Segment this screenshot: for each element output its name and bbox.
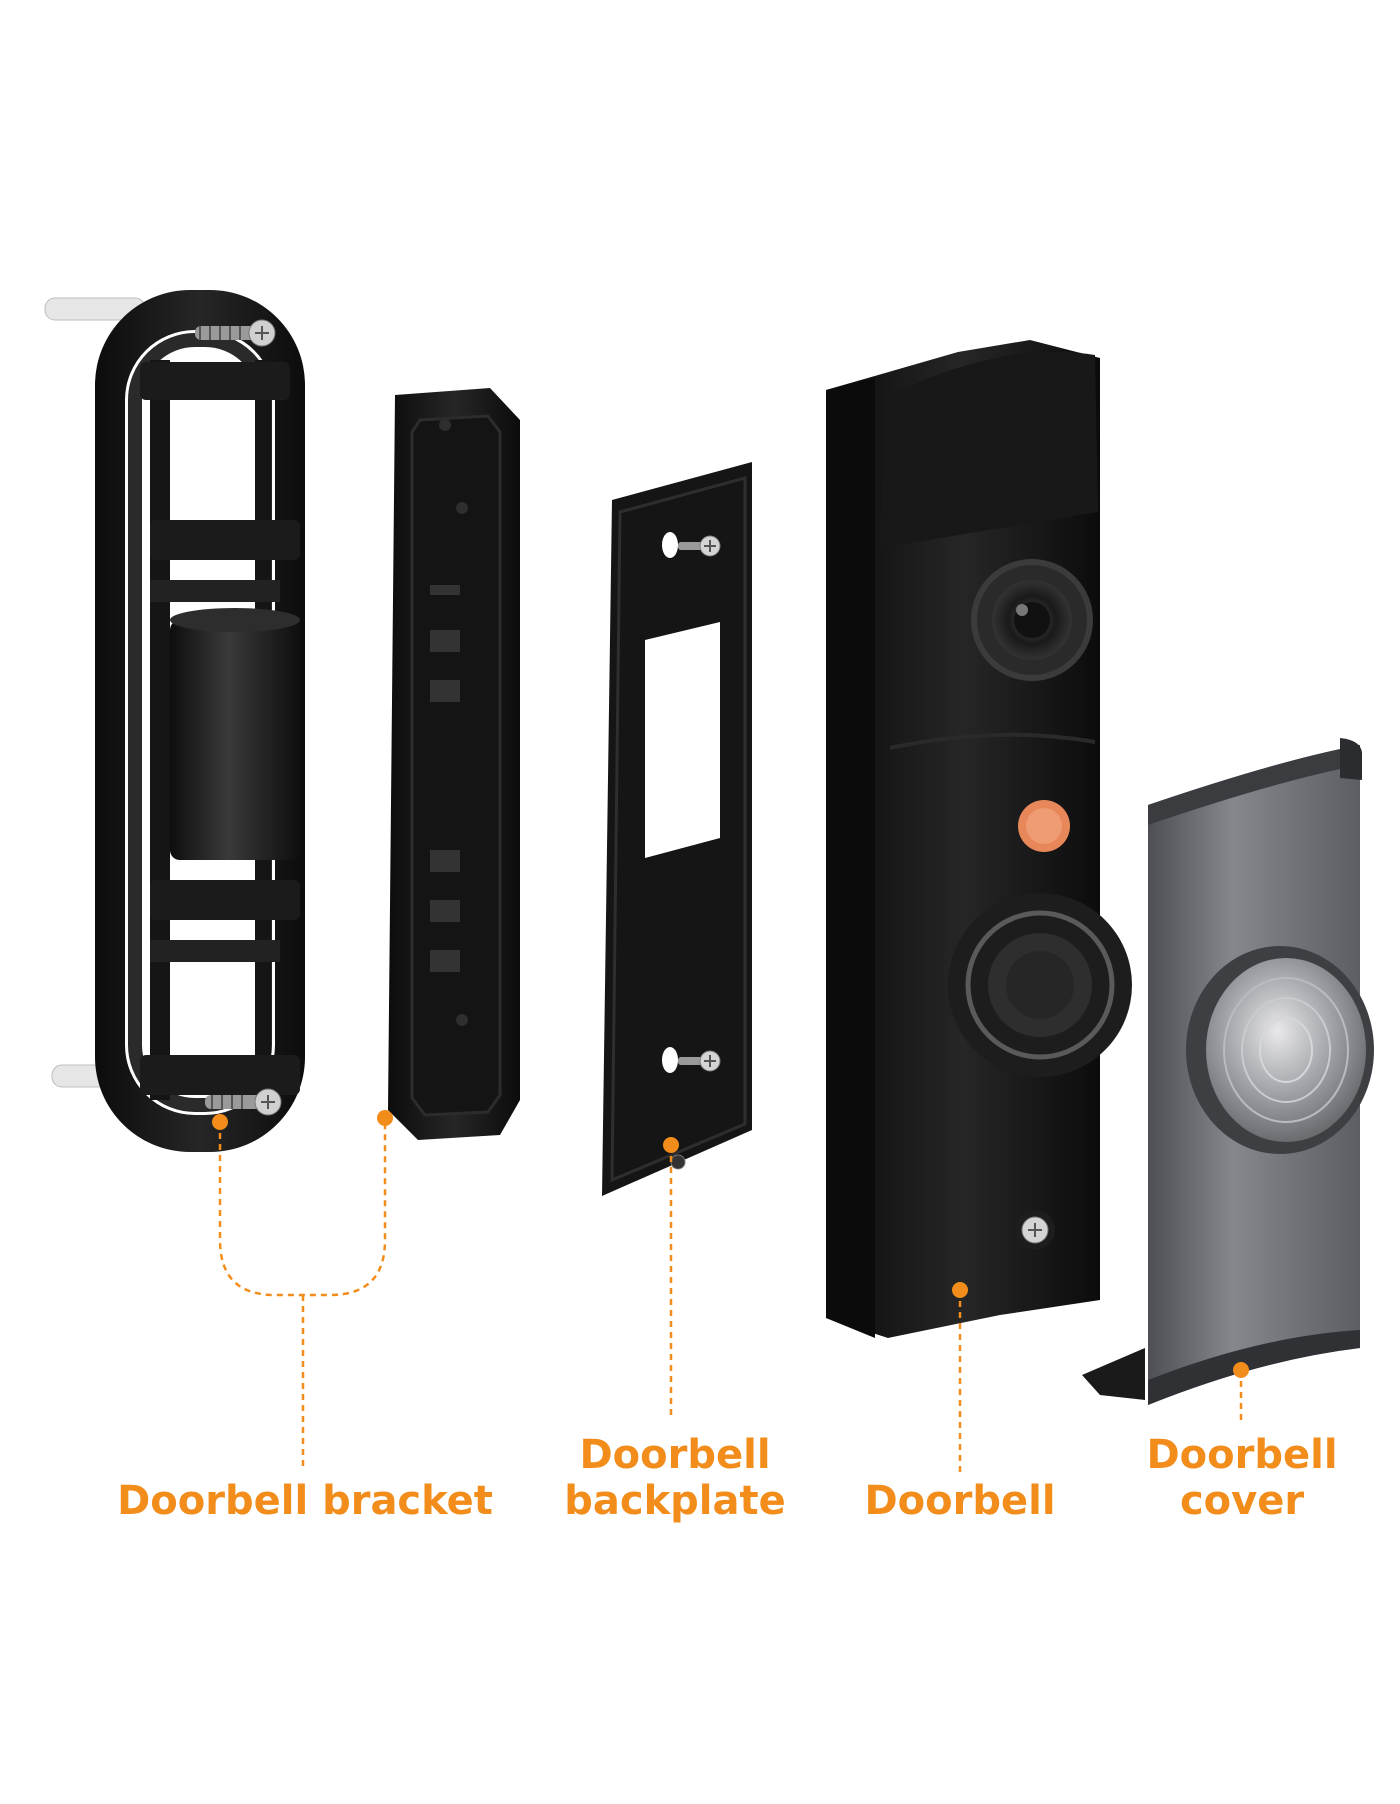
backplate-screw-top <box>678 535 721 557</box>
speaker-icon <box>948 893 1132 1077</box>
bracket-part <box>44 290 305 1152</box>
label-line: Doorbell bracket <box>117 1478 493 1524</box>
label-line: cover <box>1179 1478 1305 1524</box>
label-line: backplate <box>564 1478 786 1524</box>
callouts <box>218 1120 1243 1475</box>
doorbell-screw <box>1015 1210 1055 1250</box>
screw-bottom <box>205 1088 282 1116</box>
label-doorbell-bracket: Doorbell bracket <box>100 1478 510 1524</box>
label-line: Doorbell <box>579 1432 771 1478</box>
label-line: Doorbell <box>1146 1432 1338 1478</box>
backplate-window <box>645 622 720 858</box>
callout-dot-doorbell <box>952 1282 968 1298</box>
backplate-screw-bottom <box>678 1050 721 1072</box>
leader-bracket <box>218 1120 387 1297</box>
backing-frame-part <box>388 388 520 1140</box>
cover-disc-icon <box>1186 946 1374 1154</box>
cover-part <box>1082 738 1374 1405</box>
orange-button-icon <box>1018 800 1070 852</box>
label-doorbell: Doorbell <box>845 1478 1075 1524</box>
screw-top <box>195 319 276 347</box>
label-line: Doorbell <box>864 1478 1056 1524</box>
camera-lens-icon <box>971 559 1093 681</box>
bracket-cylinder <box>170 620 300 860</box>
label-doorbell-backplate: Doorbell backplate <box>540 1432 810 1524</box>
doorbell-top-cap <box>880 351 1098 548</box>
cover-lip <box>1082 1348 1145 1400</box>
label-doorbell-cover: Doorbell cover <box>1132 1432 1352 1524</box>
doorbell-part <box>826 340 1132 1338</box>
callout-dot-backplate <box>663 1137 679 1153</box>
backplate-part <box>602 462 752 1196</box>
callout-dot-cover <box>1233 1362 1249 1378</box>
callout-dot-bracket-a <box>212 1114 228 1130</box>
callout-dot-bracket-b <box>377 1110 393 1126</box>
